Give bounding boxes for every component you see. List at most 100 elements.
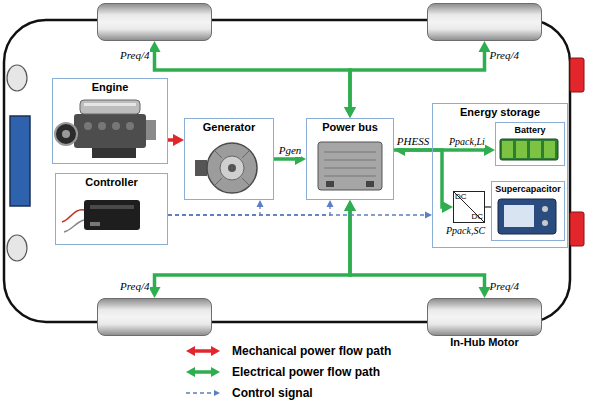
arrowhead (186, 367, 195, 377)
arrowhead (344, 200, 356, 211)
edge-label-anchor: Preq/4 (120, 49, 150, 62)
electrical-legend-sample (183, 364, 223, 380)
power-bus-picture (318, 142, 382, 190)
controller-wire (64, 220, 84, 232)
legend-line (193, 349, 213, 353)
arrowhead (214, 390, 220, 396)
engine-cylinder (112, 122, 120, 130)
controller-box: Controller (55, 173, 168, 245)
generator-housing (207, 143, 257, 193)
control-legend-sample (183, 385, 223, 401)
engine-cylinder (126, 122, 134, 130)
power-label: Preq/4 (120, 49, 150, 62)
arrowhead (186, 346, 195, 356)
box-title: Power bus (322, 121, 378, 134)
power-bus-port (366, 181, 374, 187)
electrical-power-arrow (149, 41, 357, 118)
power-label: Preq/4 (120, 280, 150, 293)
generator-rotor (220, 156, 244, 180)
engine-block (74, 114, 146, 148)
power-bus-unit (318, 142, 382, 190)
edge-label-anchor: Preq/4 (490, 280, 520, 293)
legend-text: Electrical power flow path (232, 365, 380, 379)
power-label: Pgen (279, 144, 302, 157)
engine-box: Engine (52, 78, 168, 164)
box-title: Controller (85, 176, 138, 189)
legend-row: Control signal (183, 382, 391, 403)
box-title: Supercapacitor (495, 183, 561, 196)
converter-label: DC (455, 192, 467, 201)
engine-cylinder (98, 122, 106, 130)
generator-fin (242, 150, 250, 158)
battery-cell (544, 141, 555, 158)
side-mirror (7, 235, 27, 261)
control-signal-arrow (168, 200, 264, 215)
wheel (97, 298, 212, 336)
box-title: Generator (203, 121, 256, 134)
engine-picture (55, 100, 156, 158)
arrowhead (211, 346, 220, 356)
power-label: Ppack,Li (449, 136, 485, 148)
arrowhead (344, 200, 356, 211)
connector-line (155, 209, 351, 289)
power-bus-box: Power bus (306, 118, 394, 200)
edge-label-anchor: Pgen (279, 144, 302, 157)
generator-shaft (228, 164, 236, 172)
engine-cylinder (84, 122, 92, 130)
label-anchor: Ppack,Li (449, 136, 485, 148)
arrowhead (173, 134, 184, 146)
supercapacitor-box: Supercapacitor (491, 181, 565, 241)
arrowhead (442, 201, 453, 213)
in-hub-motor-wheel: In-Hub Motor (427, 298, 542, 336)
mechanical-legend-sample (183, 343, 223, 359)
edge-label-anchor: Preq/4 (120, 280, 150, 293)
power-bus-fin (324, 168, 376, 169)
supercapacitor-picture (498, 199, 556, 234)
arrowhead (211, 367, 220, 377)
legend-row: Electrical power flow path (183, 361, 391, 382)
connector-line (394, 150, 444, 207)
arrowhead (344, 107, 356, 118)
edge-label-anchor: PHESS (397, 135, 429, 148)
connector-line (168, 206, 330, 215)
generator-fin (214, 150, 222, 158)
arrowhead (257, 200, 264, 207)
car-outline (4, 20, 570, 322)
power-label: Preq/4 (490, 280, 520, 293)
legend-line (193, 370, 213, 374)
supercapacitor-module (498, 199, 556, 234)
engine-intake-trim (84, 103, 136, 106)
arrowhead (425, 212, 432, 219)
power-label: Preq/4 (490, 49, 520, 62)
generator-fin (242, 178, 250, 186)
controller-port (90, 222, 100, 226)
arrowhead (484, 144, 495, 156)
power-bus-fin (324, 160, 376, 161)
box-title: Energy storage (460, 106, 540, 119)
control-signal-arrow (168, 212, 432, 219)
dc-dc-converter: DCDC (453, 191, 485, 223)
controller-trim (90, 205, 134, 209)
box-title: Battery (514, 124, 545, 137)
legend: Mechanical power flow pathElectrical pow… (183, 340, 391, 403)
connector-line (168, 206, 260, 215)
box-title: Engine (92, 81, 129, 94)
generator-box: Generator (184, 118, 274, 200)
generator-picture (195, 143, 257, 193)
generator-fin (214, 178, 222, 186)
controller-wire (62, 210, 84, 222)
box-title: In-Hub Motor (450, 336, 518, 349)
supercapacitor-terminal (542, 220, 548, 226)
engine-pulley (55, 123, 77, 145)
controller-picture (62, 200, 140, 232)
connector-line (350, 50, 485, 109)
edge-label-anchor: Preq/4 (490, 49, 520, 62)
power-bus-port (326, 181, 334, 187)
arrowhead (149, 41, 161, 52)
power-label: PHESS (397, 135, 429, 148)
electrical-power-arrow (394, 150, 453, 213)
control-signal-arrow (168, 200, 334, 215)
engine-intake (80, 100, 140, 114)
connector-line (155, 50, 351, 109)
